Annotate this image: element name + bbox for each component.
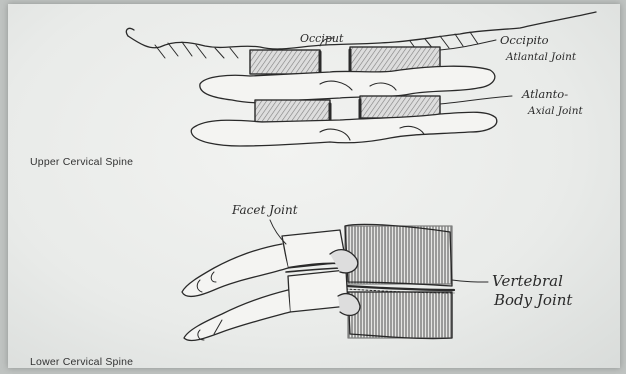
caption-lower-cervical: Lower Cervical Spine <box>30 356 133 368</box>
occiput-curl <box>126 28 134 36</box>
label-vertebral-body-2: Body Joint <box>493 291 573 309</box>
leader-vertebral-body <box>452 280 488 282</box>
leader-atlanto-axial <box>440 96 512 104</box>
disc-joint-line <box>346 286 454 290</box>
facet-block-lower <box>288 270 348 312</box>
atlas-vertebra <box>200 66 495 103</box>
label-atlanto-axial-2: Axial Joint <box>527 105 583 117</box>
caption-upper-cervical: Upper Cervical Spine <box>30 156 133 168</box>
label-occiput: Occiput <box>300 32 344 45</box>
leader-occipito-atlantal <box>440 40 496 50</box>
axis-vertebra <box>191 112 497 146</box>
spinous-process-lower <box>184 290 290 340</box>
label-atlanto-axial-1: Atlanto- <box>521 87 568 101</box>
label-occipito-atlantal-1: Occipito <box>500 33 549 47</box>
lower-cervical-drawing <box>182 220 488 340</box>
label-vertebral-body-1: Vertebral <box>492 272 563 290</box>
label-occipito-atlantal-2: Atlantal Joint <box>505 51 577 63</box>
label-facet-joint: Facet Joint <box>231 203 298 217</box>
